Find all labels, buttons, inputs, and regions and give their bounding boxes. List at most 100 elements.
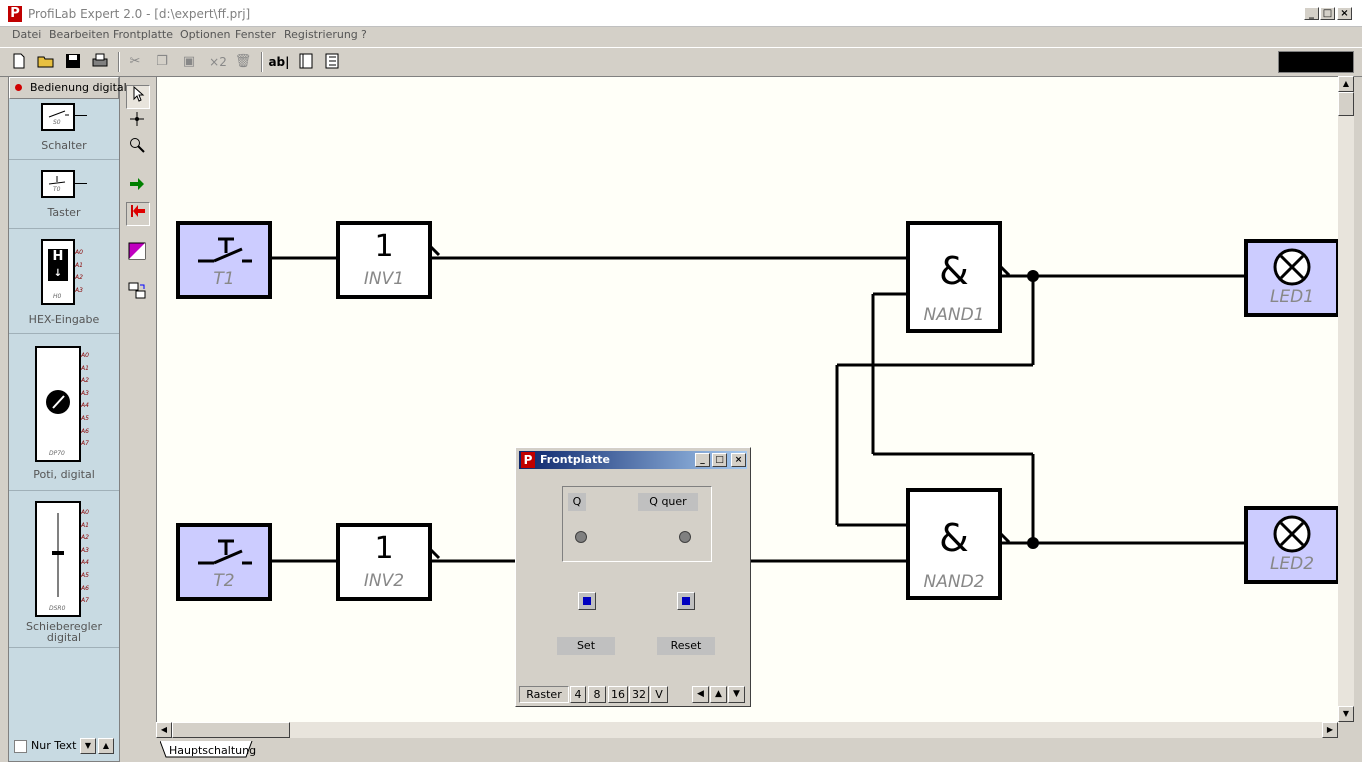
paste-icon[interactable]: ▣ bbox=[182, 54, 196, 69]
scroll-up-arrow[interactable]: ▲ bbox=[1338, 76, 1354, 92]
nand-gate-nand2[interactable]: & NAND2 bbox=[906, 488, 1002, 600]
category-dot-icon bbox=[15, 84, 22, 91]
hex-input-icon: H↓ H0 bbox=[41, 239, 75, 305]
raster-16-button[interactable]: 16 bbox=[608, 686, 628, 703]
input-arrow-icon[interactable] bbox=[126, 176, 148, 198]
pointer-icon[interactable] bbox=[126, 85, 150, 109]
component-label: INV1 bbox=[363, 269, 405, 289]
cut-icon[interactable]: ✂ bbox=[129, 54, 141, 69]
nur-text-checkbox[interactable] bbox=[14, 740, 27, 753]
frontplatte-titlebar[interactable]: P Frontplatte _ □ × bbox=[519, 451, 747, 469]
wiring bbox=[269, 243, 1245, 563]
component-library: Bedienung digital S0 Schalter T0 Taster … bbox=[8, 76, 127, 762]
close-button[interactable]: × bbox=[1337, 7, 1352, 20]
menu-fenster[interactable]: Fenster bbox=[235, 28, 276, 41]
vertical-scroll-thumb[interactable] bbox=[1338, 92, 1354, 116]
potentiometer-icon: DP70 bbox=[35, 346, 81, 462]
switch-icon: S0 bbox=[41, 103, 75, 131]
vertical-scrollbar[interactable]: ▲ ▼ bbox=[1338, 76, 1354, 722]
pushbutton-symbol-icon bbox=[198, 539, 252, 565]
raster-v-button[interactable]: V bbox=[650, 686, 668, 703]
library-category-selector[interactable]: Bedienung digital bbox=[9, 77, 127, 99]
zoom-icon[interactable] bbox=[126, 137, 148, 159]
switch-t1[interactable]: T1 bbox=[176, 221, 272, 299]
frontplatte-window: P Frontplatte _ □ × Q Q quer Set Reset R… bbox=[515, 447, 751, 707]
arrow-up-icon[interactable]: ▲ bbox=[710, 686, 727, 703]
reset-button[interactable]: Reset bbox=[657, 637, 715, 655]
lamp-icon bbox=[1273, 248, 1311, 286]
menu-bearbeiten[interactable]: Bearbeiten bbox=[49, 28, 110, 41]
raster-8-button[interactable]: 8 bbox=[588, 686, 606, 703]
library-item-label: HEX-Eingabe bbox=[28, 313, 100, 326]
fp-maximize-button[interactable]: □ bbox=[712, 453, 727, 467]
fp-close-button[interactable]: × bbox=[731, 453, 746, 467]
maximize-button[interactable]: □ bbox=[1320, 7, 1335, 20]
hi-lo-icon[interactable] bbox=[126, 242, 148, 264]
fp-minimize-button[interactable]: _ bbox=[695, 453, 710, 467]
component-label: NAND1 bbox=[923, 305, 985, 325]
scroll-left-arrow[interactable]: ◀ bbox=[156, 722, 172, 738]
nur-text-bar: Nur Text ▼ ▲ bbox=[10, 736, 116, 756]
set-toggle[interactable] bbox=[578, 592, 596, 610]
raster-4-button[interactable]: 4 bbox=[570, 686, 586, 703]
save-icon[interactable] bbox=[64, 53, 82, 71]
menu-bar: Datei Bearbeiten Frontplatte Optionen Fe… bbox=[0, 27, 1362, 45]
grid-icon[interactable] bbox=[297, 53, 315, 71]
scroll-down-button[interactable]: ▼ bbox=[80, 738, 96, 754]
raster-label: Raster bbox=[519, 686, 569, 703]
nand-symbol: & bbox=[939, 249, 969, 293]
window-title: ProfiLab Expert 2.0 - [d:\expert\ff.prj] bbox=[28, 7, 251, 21]
library-item-taster[interactable]: T0 Taster bbox=[9, 160, 119, 229]
horizontal-scroll-thumb[interactable] bbox=[172, 722, 290, 738]
print-icon[interactable] bbox=[91, 53, 109, 71]
component-label: INV2 bbox=[363, 571, 405, 591]
menu-frontplatte[interactable]: Frontplatte bbox=[113, 28, 173, 41]
library-category-label: Bedienung digital bbox=[30, 81, 127, 94]
frontplatte-title: Frontplatte bbox=[540, 453, 610, 466]
set-button[interactable]: Set bbox=[557, 637, 615, 655]
text-tool-icon[interactable]: ab| bbox=[268, 55, 290, 69]
output-group: Q Q quer bbox=[562, 486, 712, 562]
tool-strip bbox=[122, 76, 152, 760]
library-item-label: Schalter bbox=[41, 139, 87, 152]
nand-gate-nand1[interactable]: & NAND1 bbox=[906, 221, 1002, 333]
duplicate-icon[interactable]: ×2 bbox=[209, 55, 227, 69]
output-arrow-icon[interactable] bbox=[126, 202, 150, 226]
pushbutton-symbol-icon bbox=[198, 237, 252, 263]
title-bar: P ProfiLab Expert 2.0 - [d:\expert\ff.pr… bbox=[0, 0, 1362, 27]
inverter-inv2[interactable]: 1 INV2 bbox=[336, 523, 432, 601]
library-item-schalter[interactable]: S0 Schalter bbox=[9, 99, 119, 160]
raster-32-button[interactable]: 32 bbox=[629, 686, 649, 703]
led-led2[interactable]: LED2 bbox=[1244, 506, 1339, 584]
menu-datei[interactable]: Datei bbox=[12, 28, 42, 41]
scroll-down-arrow[interactable]: ▼ bbox=[1338, 706, 1354, 722]
switch-window-icon[interactable] bbox=[126, 282, 148, 304]
scroll-up-button[interactable]: ▲ bbox=[98, 738, 114, 754]
copy-icon[interactable]: ❐ bbox=[156, 54, 168, 69]
q-quer-label: Q quer bbox=[638, 493, 698, 511]
horizontal-scrollbar[interactable]: ◀ ▶ bbox=[156, 722, 1338, 738]
switch-t2[interactable]: T2 bbox=[176, 523, 272, 601]
arrow-left-icon[interactable]: ◀ bbox=[692, 686, 709, 703]
arrow-down-icon[interactable]: ▼ bbox=[728, 686, 745, 703]
q-quer-led bbox=[679, 531, 691, 543]
menu-optionen[interactable]: Optionen bbox=[180, 28, 231, 41]
open-folder-icon[interactable] bbox=[37, 53, 55, 71]
q-label: Q bbox=[568, 493, 586, 511]
library-item-label: Schieberegler digital bbox=[26, 620, 102, 644]
new-file-icon[interactable] bbox=[10, 53, 28, 71]
led-led1[interactable]: LED1 bbox=[1244, 239, 1339, 317]
menu-help[interactable]: ? bbox=[361, 28, 367, 41]
reset-toggle[interactable] bbox=[677, 592, 695, 610]
list-icon[interactable] bbox=[323, 53, 341, 71]
inverter-inv1[interactable]: 1 INV1 bbox=[336, 221, 432, 299]
wire-node-icon[interactable] bbox=[126, 111, 148, 133]
lamp-icon bbox=[1273, 515, 1311, 553]
minimize-button[interactable]: _ bbox=[1304, 7, 1319, 20]
menu-registrierung[interactable]: Registrierung bbox=[284, 28, 358, 41]
scroll-right-arrow[interactable]: ▶ bbox=[1322, 722, 1338, 738]
delete-icon[interactable]: 🗑 bbox=[234, 54, 252, 69]
